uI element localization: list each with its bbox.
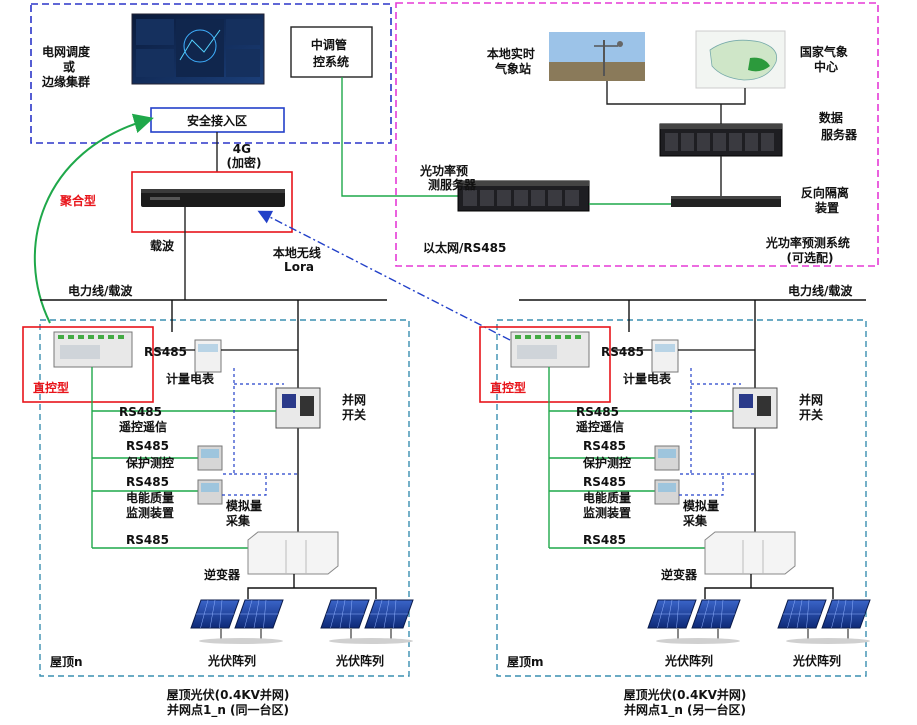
rooftop-label: 屋顶m	[507, 655, 544, 669]
power-quality-device	[197, 479, 223, 505]
data-server-label: 数据 服务器	[819, 110, 858, 142]
controller-uplink-arrow	[33, 113, 154, 324]
forecast-server-label: 光功率预 测服务器	[419, 163, 477, 192]
power-quality-label: 电能质量监测装置	[583, 490, 631, 520]
rs485-remote-label: RS485	[576, 405, 619, 419]
reverse-isolation-device	[671, 196, 781, 207]
reverse-isolation-label: 反向隔离 装置	[801, 185, 853, 215]
remote-comm-label: 遥控遥信	[119, 419, 167, 434]
lora-label: 本地无线 Lora	[273, 245, 325, 274]
meter-label: 计量电表	[166, 371, 215, 386]
rs485-quality-label: RS485	[583, 475, 626, 489]
controller-box	[22, 326, 154, 403]
grid-switch-device	[732, 387, 778, 429]
carrier-label: 载波	[150, 238, 175, 253]
local-weather-label: 本地实时 气象站	[487, 46, 539, 76]
ethernet-label: 以太网/RS485	[423, 240, 506, 255]
grid-switch-label: 并网开关	[799, 392, 823, 422]
data-server-device	[659, 123, 783, 157]
aggregator-label: 聚合型	[59, 193, 96, 208]
lora-link-arrow	[257, 210, 511, 341]
national-weather-label: 国家气象 中心	[800, 44, 852, 74]
controller-label: 直控型	[490, 380, 526, 395]
site-frame	[39, 319, 410, 677]
site-rooftop-m: 电力线/载波直控型RS485计量电表并网开关RS485遥控遥信RS485保护测控…	[479, 283, 871, 718]
rooftop-label: 屋顶n	[50, 655, 83, 669]
protection-device	[654, 445, 680, 471]
meter-device	[194, 339, 222, 373]
grid-switch-device	[275, 387, 321, 429]
pv-array-b	[777, 599, 871, 644]
rs485-quality-label: RS485	[126, 475, 169, 489]
meter-label: 计量电表	[623, 371, 672, 386]
pv-array-b	[320, 599, 414, 644]
remote-comm-label: 遥控遥信	[576, 419, 624, 434]
grid-dispatch-label: 电网调度 或 边缘集群	[41, 44, 94, 89]
aggregator-box	[131, 171, 293, 233]
powerline-label: 电力线/载波	[68, 283, 133, 298]
forecast-zone-frame	[395, 2, 879, 267]
inverter-device	[247, 531, 339, 575]
site-caption: 屋顶光伏(0.4KV并网)并网点1_n (同一台区)	[167, 687, 290, 718]
protection-label: 保护测控	[582, 455, 631, 470]
link-4g-label: 4G (加密)	[227, 142, 262, 170]
forecast-system-label: 光功率预测系统 (可选配)	[765, 235, 854, 265]
controller-device	[510, 331, 590, 368]
aggregator-device	[141, 189, 285, 207]
pv-array-a	[647, 599, 741, 644]
security-zone-label: 安全接入区	[187, 113, 247, 128]
pv-array-a	[190, 599, 284, 644]
pv-array-b-label: 光伏阵列	[792, 653, 841, 668]
mid-control-box	[290, 26, 373, 78]
inverter-label: 逆变器	[661, 567, 698, 582]
grid-switch-label: 并网开关	[342, 392, 366, 422]
site-rooftop-n: 电力线/载波直控型RS485计量电表并网开关RS485遥控遥信RS485保护测控…	[22, 283, 414, 718]
powerline-label: 电力线/载波	[788, 283, 853, 298]
dispatch-zone-frame	[30, 3, 392, 144]
rs485-meter-label: RS485	[601, 345, 644, 359]
power-quality-device	[654, 479, 680, 505]
pv-array-b-label: 光伏阵列	[335, 653, 384, 668]
rs485-remote-label: RS485	[119, 405, 162, 419]
site-caption: 屋顶光伏(0.4KV并网)并网点1_n (另一台区)	[624, 687, 747, 718]
protection-device	[197, 445, 223, 471]
rs485-inverter-label: RS485	[126, 533, 169, 547]
analog-label: 模拟量采集	[225, 498, 262, 528]
rs485-inverter-label: RS485	[583, 533, 626, 547]
controller-device	[53, 331, 133, 368]
mid-control-label: 中调管 控系统	[311, 37, 351, 69]
rs485-protect-label: RS485	[126, 439, 169, 453]
dispatch-screen-image	[131, 13, 265, 85]
controller-label: 直控型	[33, 380, 69, 395]
national-weather-map-image	[695, 30, 786, 89]
rs485-meter-label: RS485	[144, 345, 187, 359]
inverter-label: 逆变器	[204, 567, 241, 582]
forecast-server-device	[457, 180, 590, 212]
power-quality-label: 电能质量监测装置	[126, 490, 174, 520]
meter-device	[651, 339, 679, 373]
pv-array-a-label: 光伏阵列	[207, 653, 256, 668]
site-frame	[496, 319, 867, 677]
analog-label: 模拟量采集	[682, 498, 719, 528]
rs485-protect-label: RS485	[583, 439, 626, 453]
protection-label: 保护测控	[125, 455, 174, 470]
inverter-device	[704, 531, 796, 575]
pv-array-a-label: 光伏阵列	[664, 653, 713, 668]
mid-control-link	[341, 77, 458, 197]
controller-box	[479, 326, 611, 403]
weather-station-image	[549, 32, 645, 81]
